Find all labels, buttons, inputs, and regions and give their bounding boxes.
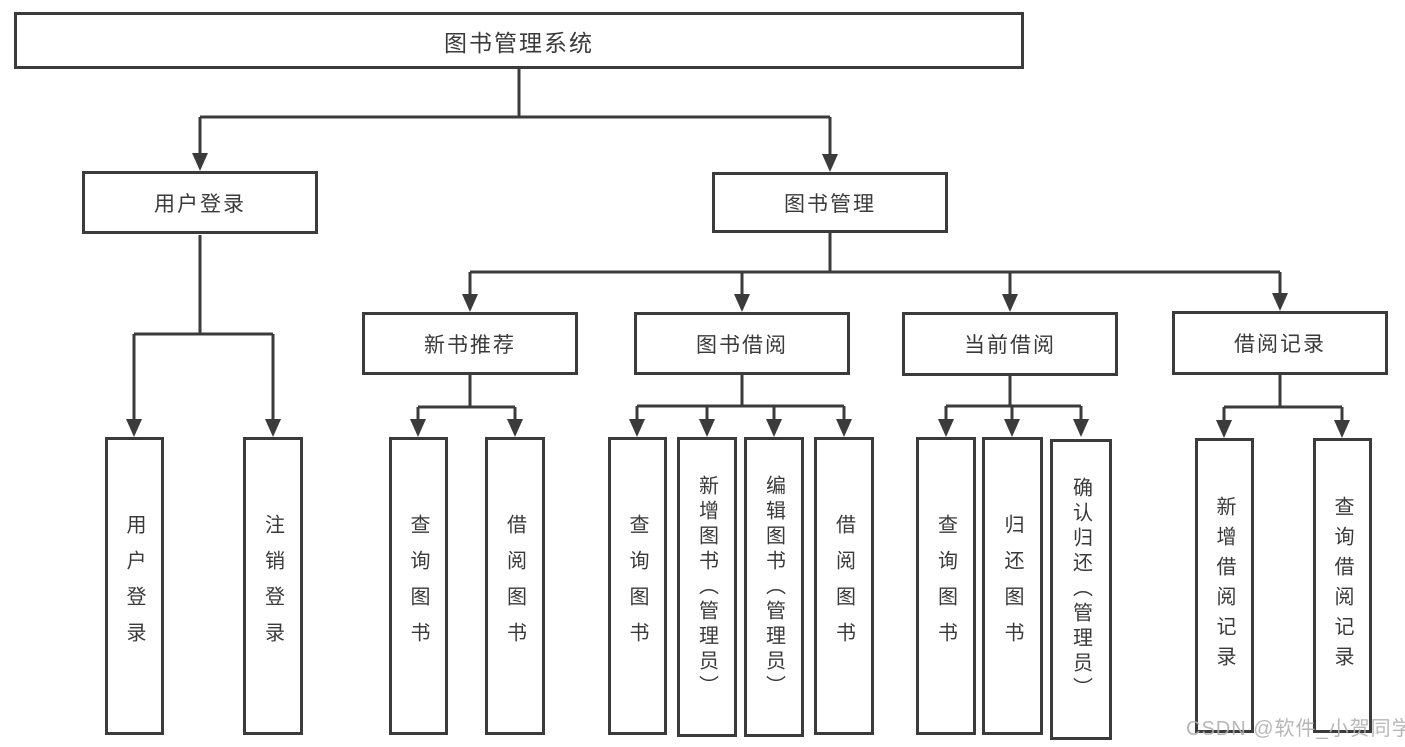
- watermark: CSDN @软件_小贺同学: [1186, 718, 1405, 740]
- leaf-current-return-books-label: 归还图书: [1001, 514, 1023, 658]
- leaf-records-add-borrow-record-label: 新增借阅记录: [1213, 495, 1235, 676]
- arrowhead-icon: [1272, 293, 1288, 311]
- edge-bookmgmt-to-level3: [468, 232, 1282, 300]
- arrowhead-icon: [766, 419, 782, 437]
- node-book-management: 图书管理: [712, 172, 948, 233]
- leaf-borrow-add-books-admin: 新增图书（管理员）: [677, 437, 737, 737]
- edge-currentborrow-to-leaves: [944, 376, 1083, 425]
- leaf-user-login: 用户登录: [105, 437, 164, 735]
- leaf-logout-login-label: 注销登录: [261, 514, 284, 658]
- node-root-label: 图书管理系统: [444, 29, 594, 56]
- edge-bookborrow-to-leaves: [635, 375, 846, 425]
- leaf-current-query-books: 查询图书: [916, 437, 976, 735]
- leaf-newbook-query-books-label: 查询图书: [407, 514, 429, 658]
- leaf-records-query-borrow-record: 查询借阅记录: [1313, 438, 1372, 733]
- arrowhead-icon: [699, 419, 715, 437]
- leaf-borrow-edit-books-admin-label: 编辑图书（管理员）: [762, 474, 785, 700]
- arrowhead-icon: [1334, 420, 1350, 438]
- edge-root-to-level2: [198, 69, 832, 160]
- leaf-borrow-borrow-books-label: 借阅图书: [832, 514, 855, 658]
- arrowhead-icon: [462, 294, 478, 312]
- arrowhead-icon: [734, 294, 750, 312]
- node-book-borrowing: 图书借阅: [634, 312, 850, 375]
- leaf-borrow-edit-books-admin: 编辑图书（管理员）: [744, 437, 804, 737]
- arrowhead-icon: [629, 419, 645, 437]
- leaf-newbook-borrow-books: 借阅图书: [485, 437, 545, 735]
- arrowhead-icon: [126, 419, 142, 437]
- leaf-current-return-books: 归还图书: [982, 437, 1043, 735]
- node-book-management-label: 图书管理: [784, 192, 876, 216]
- leaf-logout-login: 注销登录: [243, 437, 303, 735]
- arrowhead-icon: [1002, 294, 1018, 312]
- leaf-borrow-add-books-admin-label: 新增图书（管理员）: [695, 474, 718, 700]
- edge-records-to-leaves: [1222, 375, 1344, 426]
- node-book-borrowing-label: 图书借阅: [696, 333, 788, 357]
- arrowhead-icon: [836, 419, 852, 437]
- leaf-borrow-query-books-label: 查询图书: [626, 514, 648, 658]
- arrowhead-icon: [1073, 419, 1089, 437]
- arrowhead-icon: [1004, 419, 1020, 437]
- leaf-current-confirm-return-admin: 确认归还（管理员）: [1050, 439, 1112, 740]
- arrowhead-icon: [507, 419, 523, 437]
- node-root: 图书管理系统: [14, 12, 1024, 69]
- node-borrowing-records: 借阅记录: [1172, 311, 1388, 375]
- node-new-book-recommendation-label: 新书推荐: [424, 333, 516, 357]
- leaf-current-confirm-return-admin-label: 确认归还（管理员）: [1069, 477, 1092, 702]
- arrowhead-icon: [192, 153, 208, 171]
- leaf-records-query-borrow-record-label: 查询借阅记录: [1331, 495, 1353, 676]
- arrowhead-icon: [822, 154, 838, 172]
- node-borrowing-records-label: 借阅记录: [1234, 333, 1326, 356]
- arrowhead-icon: [410, 419, 426, 437]
- node-current-borrowing-label: 当前借阅: [964, 334, 1056, 357]
- leaf-newbook-query-books: 查询图书: [389, 437, 448, 735]
- leaf-borrow-query-books: 查询图书: [608, 437, 667, 735]
- node-user-login-label: 用户登录: [154, 192, 246, 216]
- leaf-user-login-label: 用户登录: [123, 514, 145, 658]
- arrowhead-icon: [938, 419, 954, 437]
- leaf-current-query-books-label: 查询图书: [934, 514, 957, 658]
- leaf-records-add-borrow-record: 新增借阅记录: [1195, 438, 1254, 733]
- edge-newbook-to-leaves: [416, 375, 517, 425]
- node-new-book-recommendation: 新书推荐: [362, 312, 578, 375]
- edge-userlogin-to-leaves: [132, 235, 275, 425]
- leaf-borrow-borrow-books: 借阅图书: [814, 437, 874, 735]
- leaf-newbook-borrow-books-label: 借阅图书: [503, 514, 526, 658]
- arrowhead-icon: [1216, 420, 1232, 438]
- node-current-borrowing: 当前借阅: [902, 312, 1118, 376]
- node-user-login: 用户登录: [82, 171, 318, 234]
- arrowhead-icon: [265, 419, 281, 437]
